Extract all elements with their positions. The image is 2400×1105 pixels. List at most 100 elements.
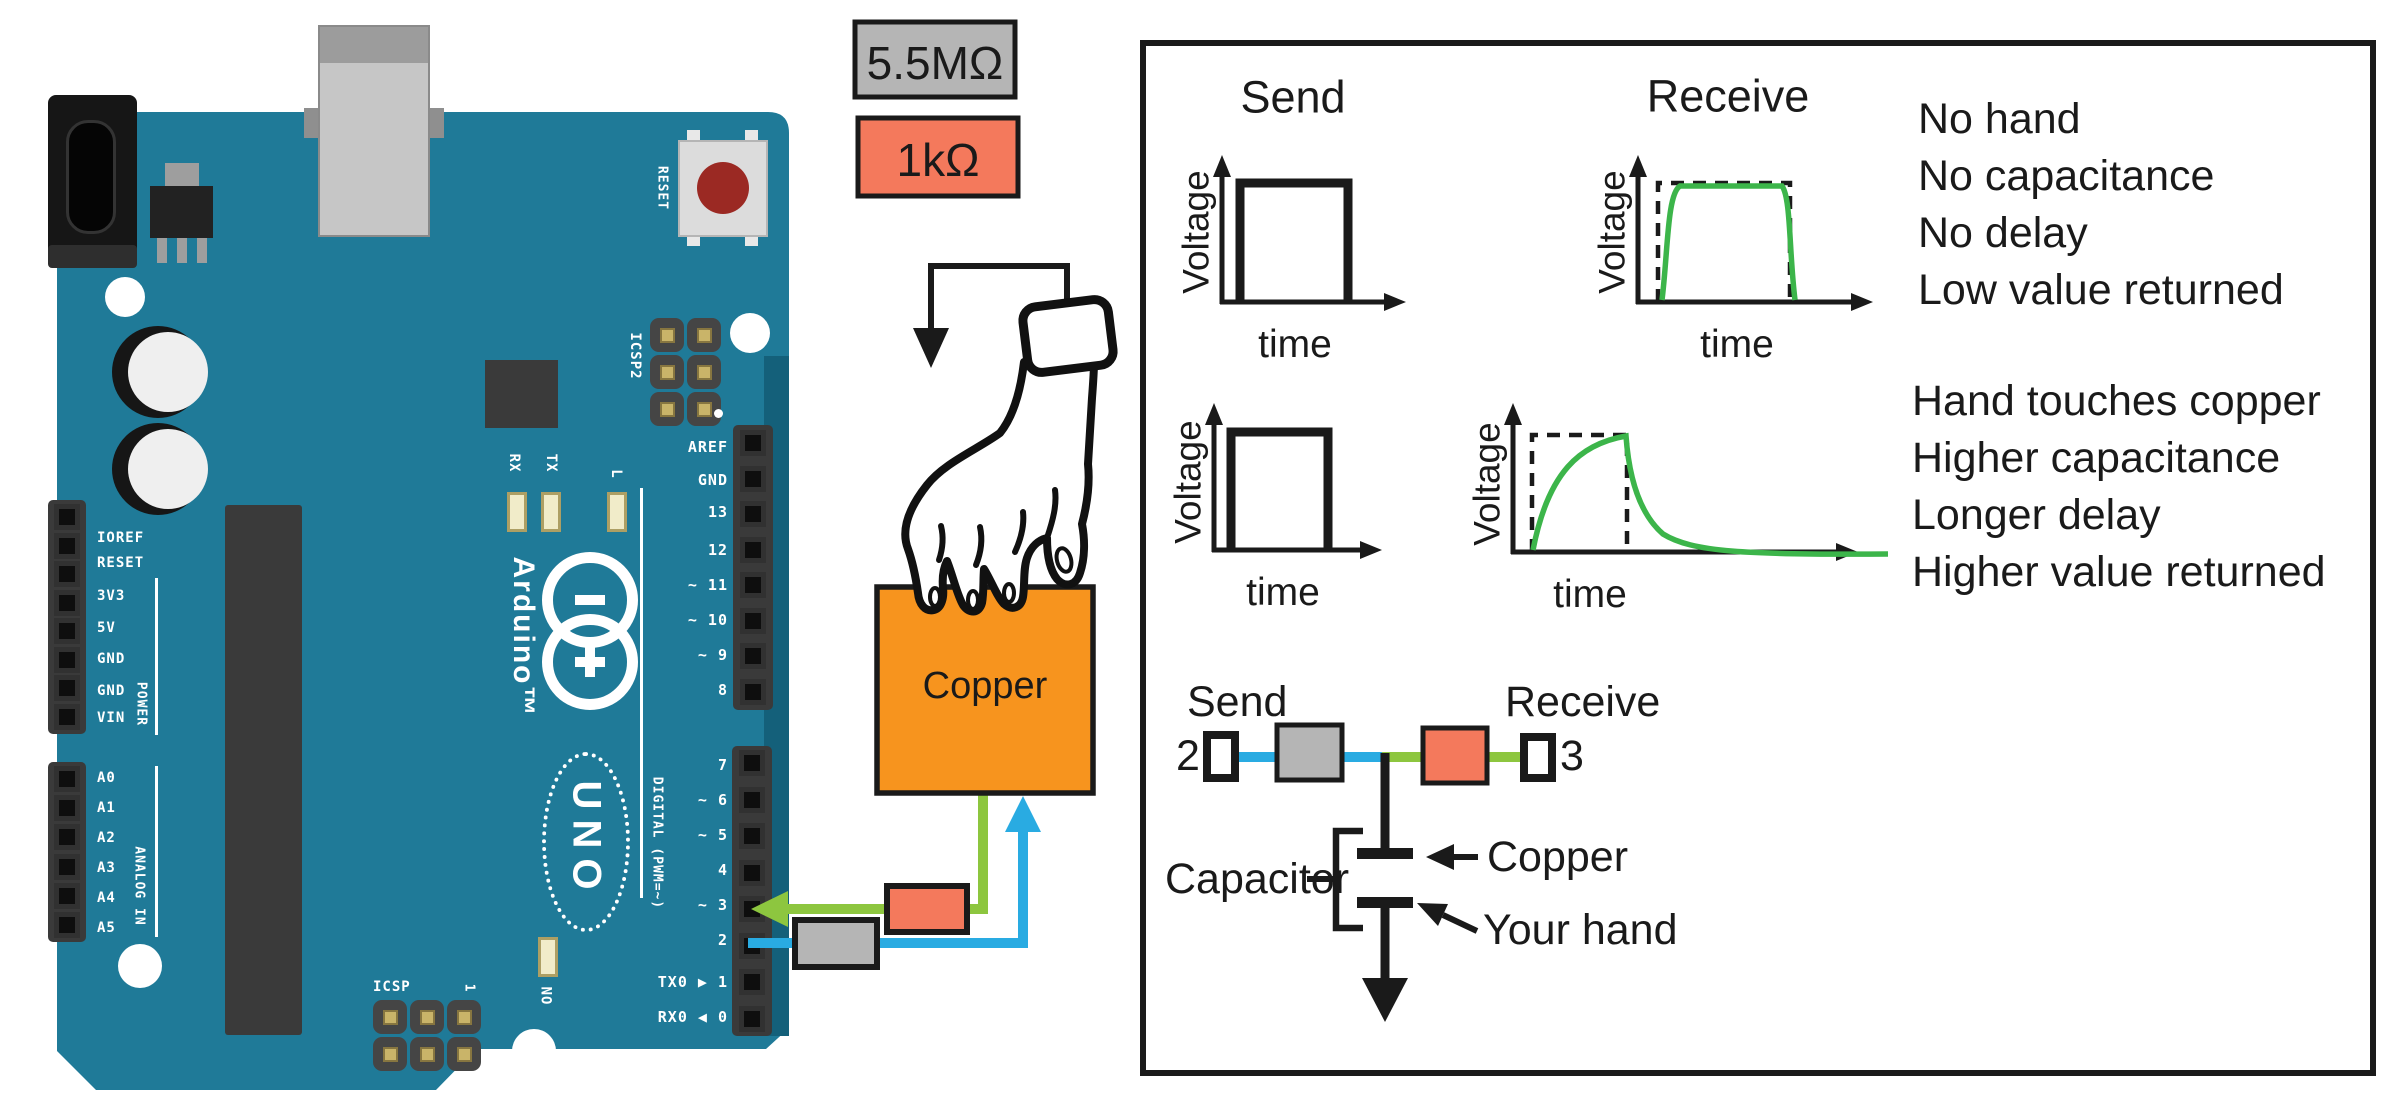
hand-motion-arrow [913, 263, 1070, 368]
circuit-receive-label: Receive [1505, 678, 1660, 726]
green-arrowhead-left [751, 891, 788, 927]
circuit-send-label: Send [1187, 678, 1287, 726]
copper-plate [874, 584, 1096, 796]
regulator-leg [157, 238, 167, 263]
analog-header [48, 762, 86, 942]
graph-receive-1: Voltage time [1592, 155, 1873, 366]
plus-icon [585, 647, 595, 677]
pin-label-9: ~ 9 [697, 646, 728, 664]
icsp2-header [650, 318, 721, 426]
y-axis-arrowhead [1629, 155, 1647, 177]
l-led [607, 492, 627, 532]
y-axis-arrowhead [1504, 403, 1522, 425]
fingernails [928, 546, 1074, 611]
regulator-body [150, 186, 213, 238]
x-axis-arrowhead [1851, 293, 1873, 311]
circuit-gray-resistor [1274, 722, 1345, 783]
note-line: No hand [1918, 95, 2081, 143]
pin-label-12: 12 [707, 541, 728, 559]
circuit-pin2-pad [1203, 731, 1239, 782]
legend-label-1k: 1kΩ [897, 134, 980, 186]
pin-label-a3: A3 [97, 860, 116, 876]
icsp-pin [410, 1037, 444, 1071]
pin-hole [739, 1005, 765, 1032]
pin-hole [740, 536, 766, 563]
hand-pointer-arrowhead [1417, 903, 1448, 926]
pin-hole [739, 786, 765, 813]
main-microcontroller-chip [225, 505, 302, 1035]
row1-send-title: Send [1240, 72, 1345, 123]
pin-hole [54, 795, 80, 822]
pin-hole [54, 646, 80, 673]
graph-receive-2: Voltage time [1467, 403, 1889, 616]
pin-label-a2: A2 [97, 830, 116, 846]
legend-label-5m5: 5.5MΩ [867, 37, 1004, 89]
legend-box-1k [855, 115, 1021, 199]
pin-label-a5: A5 [97, 920, 116, 936]
voltage-axis-label: Voltage [1467, 422, 1508, 545]
pin-hole [54, 589, 80, 616]
voltage-axis-label: Voltage [1176, 170, 1217, 293]
pin-hole [739, 969, 765, 996]
usb-connector-top-band [320, 27, 428, 63]
note-line: Higher value returned [1912, 548, 2326, 596]
pin-label-gnd2: GND [97, 683, 126, 699]
icsp2-pin [687, 318, 721, 352]
pin-label-aref: AREF [687, 438, 728, 456]
capacitor-plate-copper [1357, 848, 1413, 859]
on-led [538, 937, 558, 977]
pin-label-13: 13 [707, 503, 728, 521]
arduino-logo-plus-ring [542, 614, 638, 710]
icsp2-pin [687, 355, 721, 389]
icsp2-pin [650, 318, 684, 352]
pin-label-8: 8 [717, 681, 728, 699]
y-axis-arrowhead [1205, 403, 1223, 425]
pin-label-vin: VIN [97, 710, 126, 726]
note-line: Hand touches copper [1912, 377, 2321, 425]
hand-pointer-line [1441, 912, 1479, 934]
pin-hole [740, 430, 766, 456]
resistor-legend: 5.5MΩ 1kΩ [852, 19, 1021, 199]
copper-pointer-arrowhead [1426, 844, 1454, 870]
icsp-pin [447, 1000, 481, 1034]
pin-label-a4: A4 [97, 890, 116, 906]
icsp-header [373, 1000, 481, 1071]
ground-arrowhead [1362, 978, 1408, 1022]
pin-hole [740, 643, 766, 670]
hand-illustration [901, 295, 1118, 616]
graph-send-2: Voltage time [1168, 403, 1382, 614]
note-line: Low value returned [1918, 266, 2284, 314]
regulator-leg [177, 238, 187, 263]
hand-cuff [1018, 295, 1118, 377]
icsp-pin [373, 1037, 407, 1071]
row1-receive-title: Receive [1647, 71, 1810, 122]
sent-pulse-dashed [1529, 432, 1630, 552]
x-axis-arrowhead [1384, 293, 1406, 311]
row1-notes: No hand No capacitance No delay Low valu… [1918, 95, 2284, 314]
pin-label-2: 2 [717, 931, 728, 949]
pin-hole [54, 703, 80, 730]
pin-hole [740, 678, 766, 705]
pin-label-10: ~ 10 [687, 611, 728, 629]
circuit-pin3-pad [1520, 733, 1556, 782]
usb-connector-tab [304, 108, 318, 138]
pin-label-7: 7 [717, 756, 728, 774]
pin-label-6: ~ 6 [697, 791, 728, 809]
fiducial-dot [714, 409, 723, 418]
analog-group-line [155, 766, 158, 937]
note-line: No capacitance [1918, 152, 2214, 200]
pin-label-gnd: GND [697, 471, 728, 489]
circuit-pin2-number: 2 [1176, 732, 1200, 780]
power-jack-base [48, 245, 137, 268]
pin-hole [740, 572, 766, 599]
copper-plate-label: Copper [923, 665, 1048, 707]
digital-header-top [733, 425, 773, 710]
pin-hole [54, 504, 80, 530]
minus-icon [575, 595, 605, 605]
time-axis-label: time [1246, 571, 1320, 614]
pin-hole [739, 859, 765, 886]
capacitor-plate-hand [1357, 897, 1413, 908]
capacitor-can-top [128, 429, 208, 509]
uno-badge [542, 752, 630, 932]
row2-notes: Hand touches copper Higher capacitance L… [1912, 377, 2326, 596]
